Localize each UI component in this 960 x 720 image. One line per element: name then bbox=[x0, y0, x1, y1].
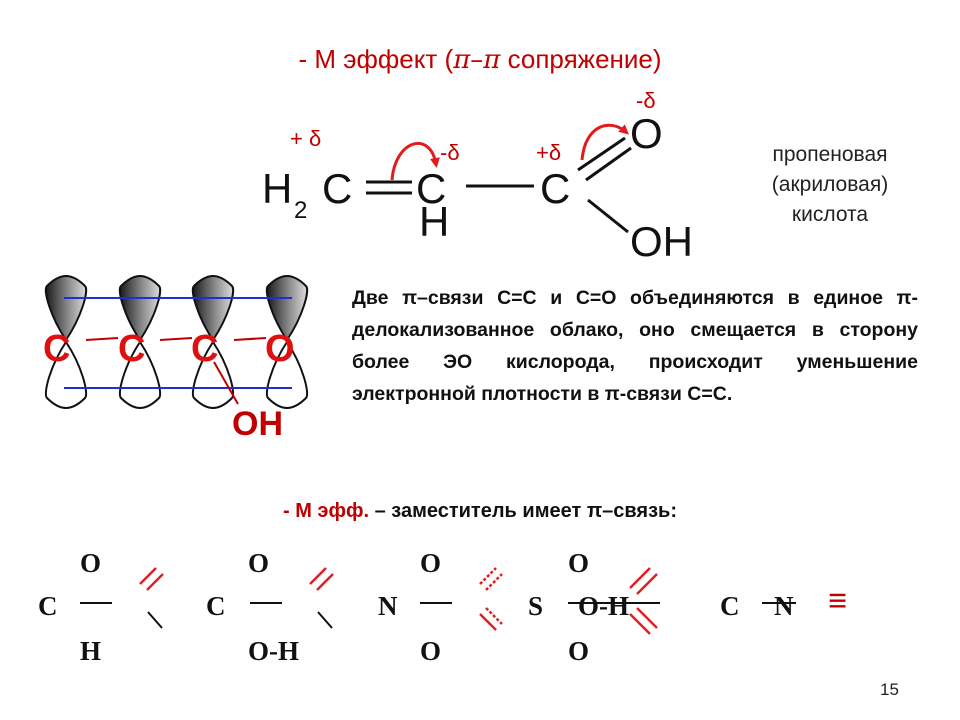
charge-c2: -δ bbox=[440, 140, 460, 165]
atom-c2: C bbox=[416, 165, 446, 212]
description-paragraph: Две π–связи С=С и С=О объединяются в еди… bbox=[352, 287, 918, 405]
charge-o: -δ bbox=[636, 88, 656, 113]
orbital-atom-c3: C bbox=[191, 328, 218, 370]
g2-bottom: O-H bbox=[248, 636, 299, 666]
g4-bottom: O bbox=[568, 636, 589, 666]
triple-bond-symbol: ≡ bbox=[828, 583, 847, 620]
compound-name-line-1: пропеновая bbox=[772, 143, 888, 166]
subheading-rest: – заместитель имеет π–связь: bbox=[369, 500, 677, 522]
charge-c1: + δ bbox=[290, 126, 321, 151]
g4-center: S bbox=[528, 591, 543, 621]
compound-name: пропеновая (акриловая) кислота bbox=[745, 140, 915, 230]
orbital-substituent-oh: OH bbox=[232, 405, 283, 443]
group-carboxyl: O C O-H bbox=[206, 548, 299, 666]
subheading-red: - М эфф. bbox=[282, 500, 370, 522]
orbital-3 bbox=[192, 274, 234, 410]
atom-h: H bbox=[419, 198, 449, 245]
charge-c3: +δ bbox=[536, 140, 561, 165]
g3-bottom: O bbox=[420, 636, 441, 666]
g1-center: C bbox=[38, 591, 58, 621]
slide-title: - М эффект (π–π сопряжение) bbox=[0, 44, 960, 75]
electron-shift-arrow-1 bbox=[390, 142, 440, 181]
g2-center: C bbox=[206, 591, 226, 621]
g1-bottom: H bbox=[80, 636, 101, 666]
g5-right: N bbox=[774, 591, 794, 621]
g2-top: O bbox=[248, 548, 269, 578]
group-nitrile: C N bbox=[720, 591, 794, 621]
orbital-atom-c1: C bbox=[43, 328, 70, 370]
atom-oh: OH bbox=[630, 218, 693, 265]
atom-subscript-2: 2 bbox=[294, 197, 307, 224]
g4-top: O bbox=[568, 548, 589, 578]
electron-shift-arrow-2 bbox=[580, 123, 630, 161]
atom-c3: C bbox=[540, 165, 570, 212]
carbonyl-bond-a bbox=[577, 136, 626, 172]
page-number: 15 bbox=[880, 680, 899, 699]
title-pi: π–π bbox=[453, 45, 501, 75]
orbital-1 bbox=[45, 274, 87, 410]
orbital-atom-o: O bbox=[265, 328, 295, 370]
atom-h2: H bbox=[262, 165, 292, 212]
group-nitro: O N O bbox=[378, 548, 441, 666]
p-orbital-diagram: C C C O OH bbox=[43, 274, 308, 443]
g5-left: C bbox=[720, 591, 740, 621]
carbonyl-bond-b bbox=[585, 146, 632, 182]
substituent-subheading: - М эфф. – заместитель имеет π–связь: bbox=[0, 500, 960, 523]
compound-name-line-3: кислота bbox=[791, 203, 869, 226]
group-aldehyde: O C H bbox=[38, 548, 101, 666]
g1-top: O bbox=[80, 548, 101, 578]
atom-o: O bbox=[630, 110, 663, 157]
g4-right: O-H bbox=[578, 591, 629, 621]
atom-c1: C bbox=[322, 165, 352, 212]
g3-top: O bbox=[420, 548, 441, 578]
title-prefix: - М эффект ( bbox=[298, 44, 454, 74]
orbital-atom-c2: C bbox=[118, 328, 145, 370]
oh-bond bbox=[587, 198, 629, 234]
group-sulfo: O S O-H O bbox=[528, 548, 629, 666]
compound-name-line-2: (акриловая) bbox=[771, 173, 889, 196]
title-suffix: сопряжение) bbox=[500, 44, 662, 74]
g3-center: N bbox=[378, 591, 398, 621]
